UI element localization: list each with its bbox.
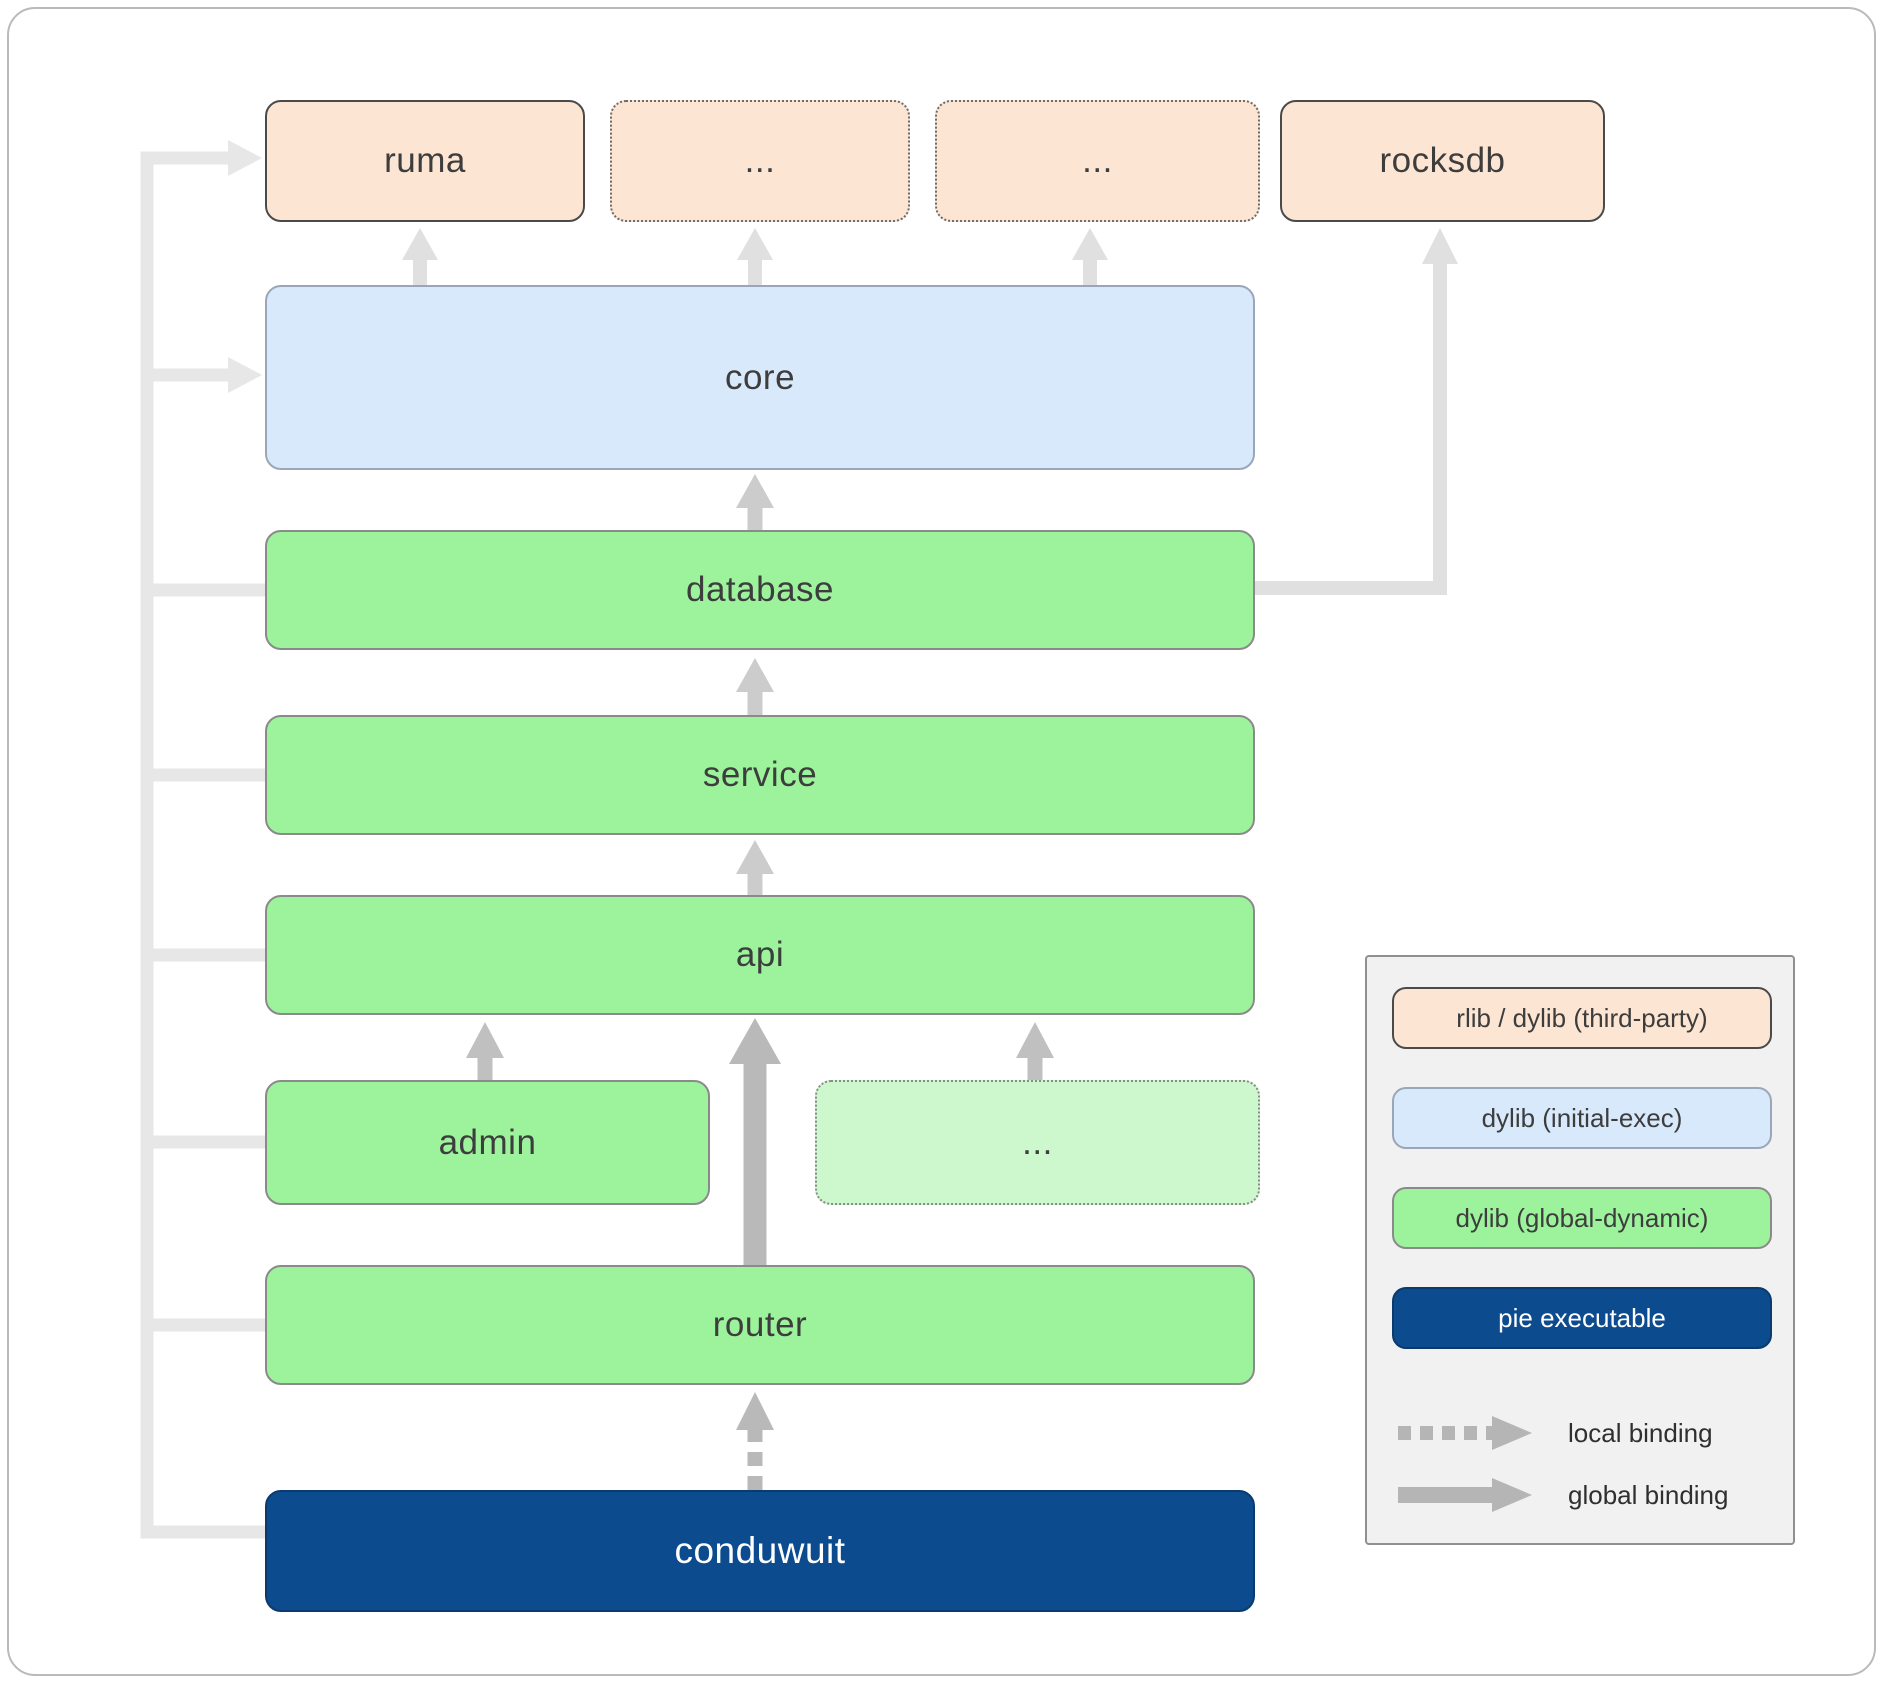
node-database: database <box>265 530 1255 650</box>
legend: rlib / dylib (third-party) dylib (initia… <box>1365 955 1795 1545</box>
node-rocksdb: rocksdb <box>1280 100 1605 222</box>
global-binding-network <box>140 151 265 1539</box>
legend-chip-pie-executable: pie executable <box>1392 1287 1772 1349</box>
legend-chip-initial-exec: dylib (initial-exec) <box>1392 1087 1772 1149</box>
node-feature-ellipsis: ... <box>815 1080 1260 1205</box>
node-api: api <box>265 895 1255 1015</box>
arrow-core-to-deps-heads <box>402 228 1108 260</box>
legend-row-local-binding: local binding <box>1392 1409 1782 1457</box>
node-conduwuit: conduwuit <box>265 1490 1255 1612</box>
arrow-router-to-api-head <box>729 1018 781 1064</box>
global-binding-arrow-icon <box>1398 1478 1532 1512</box>
legend-chip-third-party: rlib / dylib (third-party) <box>1392 987 1772 1049</box>
node-third-party-ellipsis-2: ... <box>935 100 1260 222</box>
arrow-chain-heads <box>736 474 774 874</box>
legend-row-global-binding: global binding <box>1392 1471 1782 1519</box>
arrow-admin-to-api-heads <box>466 1022 1054 1058</box>
node-service: service <box>265 715 1255 835</box>
global-binding-arrowheads <box>228 140 262 393</box>
legend-label-global-binding: global binding <box>1568 1479 1729 1510</box>
node-ruma: ruma <box>265 100 585 222</box>
node-third-party-ellipsis-1: ... <box>610 100 910 222</box>
arrow-database-to-rocksdb-head <box>1422 228 1458 264</box>
legend-chip-global-dynamic: dylib (global-dynamic) <box>1392 1187 1772 1249</box>
arrow-admin-to-api <box>477 1054 1043 1080</box>
node-router: router <box>265 1265 1255 1385</box>
arrow-core-to-deps <box>413 256 1097 285</box>
arrow-database-to-rocksdb <box>1255 260 1447 595</box>
node-admin: admin <box>265 1080 710 1205</box>
arrow-conduwuit-to-router-head <box>736 1392 774 1430</box>
node-core: core <box>265 285 1255 470</box>
legend-label-local-binding: local binding <box>1568 1417 1713 1448</box>
local-binding-arrow-icon <box>1398 1416 1532 1450</box>
